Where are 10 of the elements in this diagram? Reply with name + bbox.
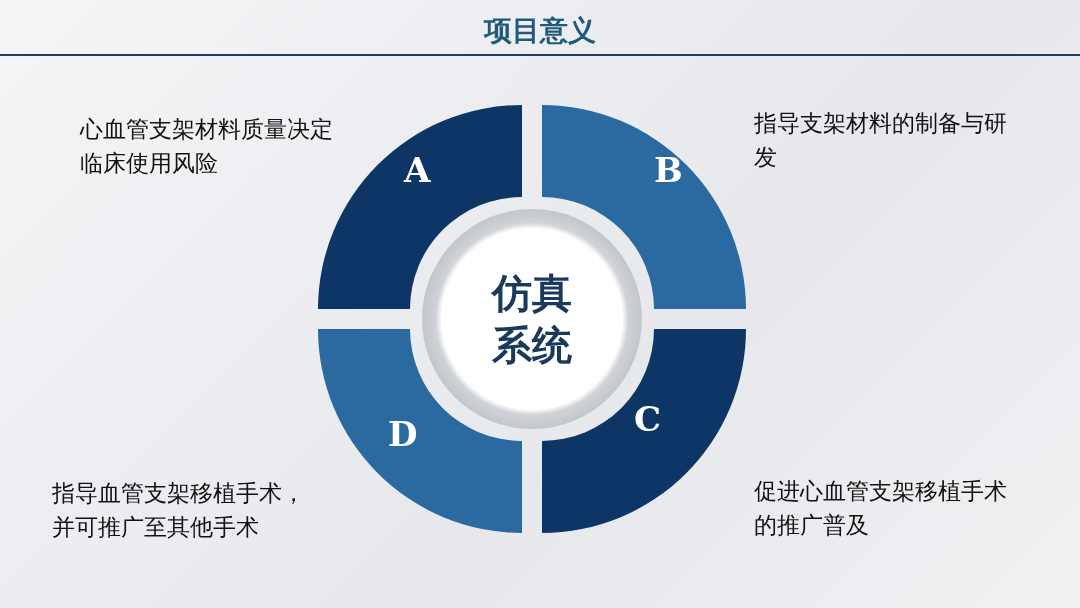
- segment-letter: A: [404, 150, 431, 190]
- description-text: 指导血管支架移植手术，并可推广至其他手术: [52, 479, 306, 542]
- segment-letter: D: [388, 414, 418, 454]
- description-text: 心血管支架材料质量决定临床使用风险: [80, 115, 334, 178]
- slide-title: 项目意义: [482, 13, 597, 49]
- description-text: 促进心血管支架移植手术的推广普及: [754, 477, 1008, 540]
- hub-label: 仿真系统: [490, 269, 573, 370]
- description-text: 指导支架材料的制备与研发: [754, 109, 1008, 172]
- segment-letter: C: [634, 399, 662, 439]
- segment-letter: B: [654, 150, 683, 190]
